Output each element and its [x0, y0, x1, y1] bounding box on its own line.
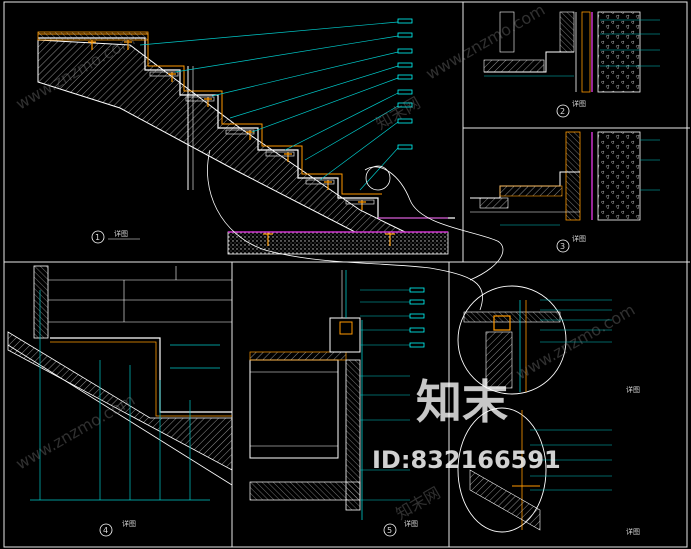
detail-4-number-circle [99, 523, 113, 537]
tread-detail-marks [149, 71, 375, 205]
detail-4-section: 4 详图 [7, 265, 233, 537]
watermark-cn-2: 知末网 [393, 483, 444, 523]
detail-4-number: 4 [103, 526, 108, 535]
top-landing [37, 31, 149, 41]
detail-1-stair-section: 1 详图 [37, 18, 455, 255]
wall-stone-hatch [597, 11, 641, 93]
ground-floor-gravel [227, 231, 449, 255]
detail-1-caption: 详图 [114, 229, 128, 238]
watermark-id: ID:832166591 [372, 446, 561, 474]
enlargement-2-caption: 详图 [626, 527, 640, 536]
detail-2-number: 2 [560, 107, 565, 116]
detail-ref-circle [365, 165, 391, 191]
detail-3-number-circle [556, 239, 570, 253]
detail-1-leaders [139, 21, 399, 191]
detail-5-number: 5 [387, 526, 392, 535]
detail-2-number-circle [556, 104, 570, 118]
detail-2-section: 2 详图 [483, 11, 660, 118]
detail-circle-enlargements: 详图 详图 [457, 285, 640, 536]
watermark-cn-1: 知末网 [373, 93, 424, 133]
detail-5-section: 5 详图 [249, 270, 425, 537]
detail-3-number: 3 [560, 242, 565, 251]
detail-5-caption: 详图 [404, 519, 418, 528]
detail-2-caption: 详图 [572, 99, 586, 108]
detail-1-number: 1 [95, 233, 100, 242]
enlargement-1-caption: 详图 [626, 385, 640, 394]
detail-enlarge-boundary [207, 149, 483, 311]
stair-finish-line [38, 33, 382, 195]
detail-5-number-circle [383, 523, 397, 537]
detail-1-number-circle [91, 230, 105, 244]
detail-3-section: 3 详图 [470, 131, 660, 253]
watermark-site-3: www.znzmo.com [13, 390, 139, 474]
stair-steps-outline [38, 37, 455, 219]
detail-3-caption: 详图 [572, 234, 586, 243]
detail-4-caption: 详图 [122, 519, 136, 528]
detail-1-callout-tags [397, 18, 413, 150]
watermark-brand: 知末 [416, 375, 508, 429]
